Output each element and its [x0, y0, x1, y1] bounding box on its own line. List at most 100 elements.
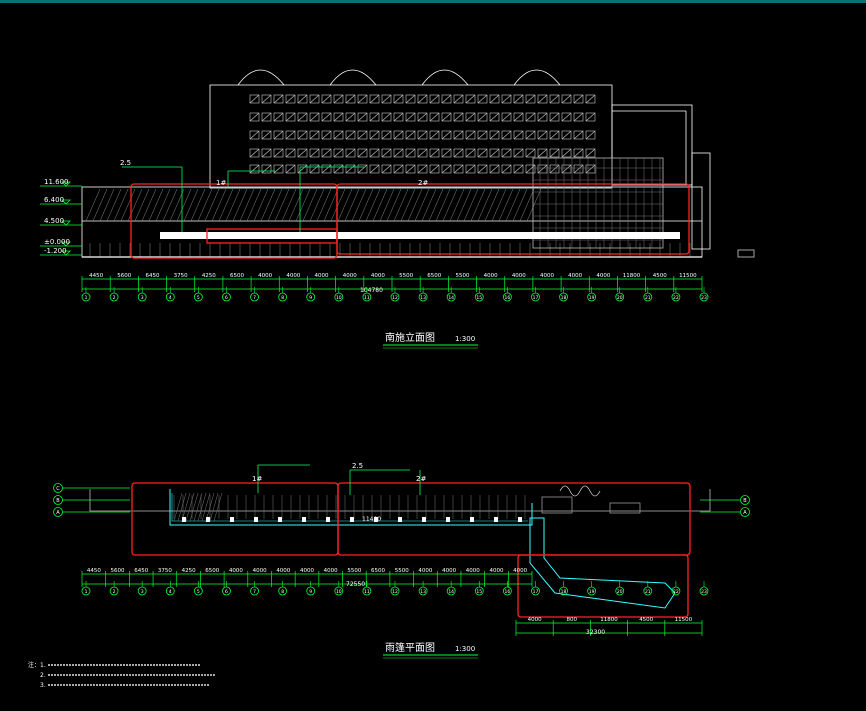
elev-axis-label: 7: [253, 295, 256, 301]
plan-column: [398, 517, 402, 522]
elevation-scale: 1:300: [455, 335, 475, 343]
level-label: -1.200: [44, 247, 67, 255]
plan-bay-dim: 6500: [205, 568, 219, 574]
highlight-box-inner: [206, 228, 338, 244]
row-axis-label: B: [743, 498, 747, 504]
roof-dome-1: [237, 69, 285, 86]
plan-right-dim: 4500: [639, 617, 653, 623]
plan-axis-bubble: [81, 586, 91, 596]
plan-axis-bubble: [446, 586, 456, 596]
plan-right-dim: 800: [567, 617, 578, 623]
building-footprint: [89, 489, 711, 512]
elev-axis-label: 18: [561, 295, 567, 301]
plan-bay-dim: 5500: [347, 568, 361, 574]
plan-bay-dim: 4000: [229, 568, 243, 574]
elev-callout-1: 1#: [216, 179, 226, 187]
elevation-callouts: 2.5 1# 2#: [120, 159, 428, 232]
plan-axis-bubble: [137, 586, 147, 596]
plan-axis-bubble: [643, 586, 653, 596]
elev-axis-label: 15: [476, 295, 482, 301]
plan-axis-label: 8: [281, 589, 284, 595]
plan-axis-bubble: [362, 586, 372, 596]
plan-title: 雨篷平面图: [385, 641, 435, 654]
plan-callout-25: 2.5: [352, 462, 363, 470]
elev-axis-bubble: [165, 292, 175, 302]
plan-bay-dim: 4000: [466, 568, 480, 574]
row-axis-bubble: [740, 507, 750, 517]
podium-outline: [81, 186, 703, 258]
elev-axis-label: 12: [392, 295, 398, 301]
plan-axis-label: 3: [141, 589, 144, 595]
elev-bay-dim: 4000: [596, 273, 610, 279]
plan-callout-2: 2#: [416, 475, 426, 483]
plan-bay-dim: 3750: [158, 568, 172, 574]
elev-axis-bubble: [474, 292, 484, 302]
elev-bay-dim: 4450: [89, 273, 103, 279]
elev-bay-dim: 4000: [484, 273, 498, 279]
elev-axis-bubble: [278, 292, 288, 302]
plan-axis-label: 10: [336, 589, 342, 595]
elev-axis-label: 1: [85, 295, 88, 301]
plan-axis-bubble: [334, 586, 344, 596]
highlight-box-right: [336, 183, 690, 255]
elev-axis-bubble: [137, 292, 147, 302]
plan-axis-label: 14: [448, 589, 454, 595]
plan-column: [254, 517, 258, 522]
plan-callout-1: 1#: [252, 475, 262, 483]
elev-bay-dim: 6500: [230, 273, 244, 279]
plan-highlight-left: [131, 482, 339, 556]
plan-column: [302, 517, 306, 522]
plan-axis-bubble: [699, 586, 709, 596]
plan-bay-dim: 4000: [513, 568, 527, 574]
plan-bay-dim: 5500: [395, 568, 409, 574]
level-label: 6.400: [44, 196, 64, 204]
elev-axis-bubble: [222, 292, 231, 302]
plan-column: [350, 517, 354, 522]
plan-callouts: 1# 2.5 2# 11400: [252, 462, 426, 523]
elev-bay-dim: 4000: [371, 273, 385, 279]
plan-bay-dim: 5600: [111, 568, 125, 574]
elev-axis-label: 3: [141, 295, 144, 301]
plan-axis-bubble: [306, 586, 316, 596]
plan-bay-dim: 4000: [489, 568, 503, 574]
canopy-strip: [160, 232, 680, 239]
plan-right-dim: 11800: [600, 617, 618, 623]
elev-bay-dim: 4000: [286, 273, 300, 279]
plan-axis-bubble: [418, 586, 428, 596]
elev-bay-dim: 4500: [653, 273, 667, 279]
row-axis-label: B: [56, 498, 60, 504]
plan-axis-label: 17: [533, 589, 539, 595]
plan-title-block: 雨篷平面图 1:300: [383, 641, 478, 659]
elev-bay-dim: 6450: [145, 273, 159, 279]
plan-column: [278, 517, 282, 522]
tower-outline: [209, 84, 613, 189]
plan-right-total: 32300: [586, 629, 605, 636]
plan-column: [374, 517, 378, 522]
plan-axis-bubble: [671, 586, 681, 596]
car: [737, 249, 755, 258]
plan-bay-dim: 4000: [418, 568, 432, 574]
plan-column: [518, 517, 522, 522]
plan-axis-bubble: [165, 586, 175, 596]
canopy-plan: [169, 489, 533, 526]
plan-axis-label: 7: [253, 589, 256, 595]
note-line-3: 3.: [40, 682, 46, 689]
elev-bay-dim: 4000: [540, 273, 554, 279]
elev-axis-label: 5: [197, 295, 200, 301]
roof-dome-2: [329, 69, 377, 86]
plan-axis-bubble: [474, 586, 484, 596]
elevation-total-dim: 104780: [360, 287, 383, 294]
roof-dome-3: [421, 69, 469, 86]
elev-bay-dim: 4000: [343, 273, 357, 279]
plan-axis-bubble: [559, 586, 568, 596]
plan-scale: 1:300: [455, 645, 475, 653]
plan-axis-bubble: [615, 586, 625, 596]
plan-bay-dim: 4000: [442, 568, 456, 574]
plan-axis-label: 11: [364, 589, 370, 595]
plan-axis-label: 20: [617, 589, 623, 595]
